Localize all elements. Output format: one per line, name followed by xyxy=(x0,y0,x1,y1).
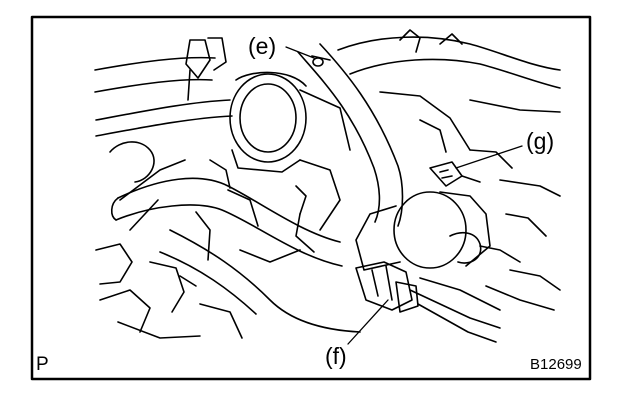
connector-g xyxy=(429,161,481,187)
leader-e xyxy=(285,46,315,59)
upper-right-hoses xyxy=(337,29,561,153)
connector-f xyxy=(355,261,501,343)
leader-g xyxy=(455,145,523,169)
leader-f xyxy=(347,299,389,345)
callout-f-label: (f) xyxy=(323,343,349,369)
throttle-body xyxy=(229,71,351,173)
callout-e-label: (e) xyxy=(246,33,279,59)
right-clutter xyxy=(469,149,561,311)
engine-block xyxy=(195,159,341,263)
upper-hose xyxy=(297,43,404,227)
starter-body xyxy=(355,191,521,271)
figure-code: B12699 xyxy=(530,356,582,373)
upper-left-pipes xyxy=(94,37,233,231)
callout-g-label: (g) xyxy=(524,128,557,154)
figure-frame xyxy=(30,15,592,381)
lower-hose xyxy=(110,177,361,333)
corner-letter: P xyxy=(36,354,49,375)
lower-left-clutter xyxy=(95,243,243,339)
leader-lines xyxy=(285,46,523,345)
